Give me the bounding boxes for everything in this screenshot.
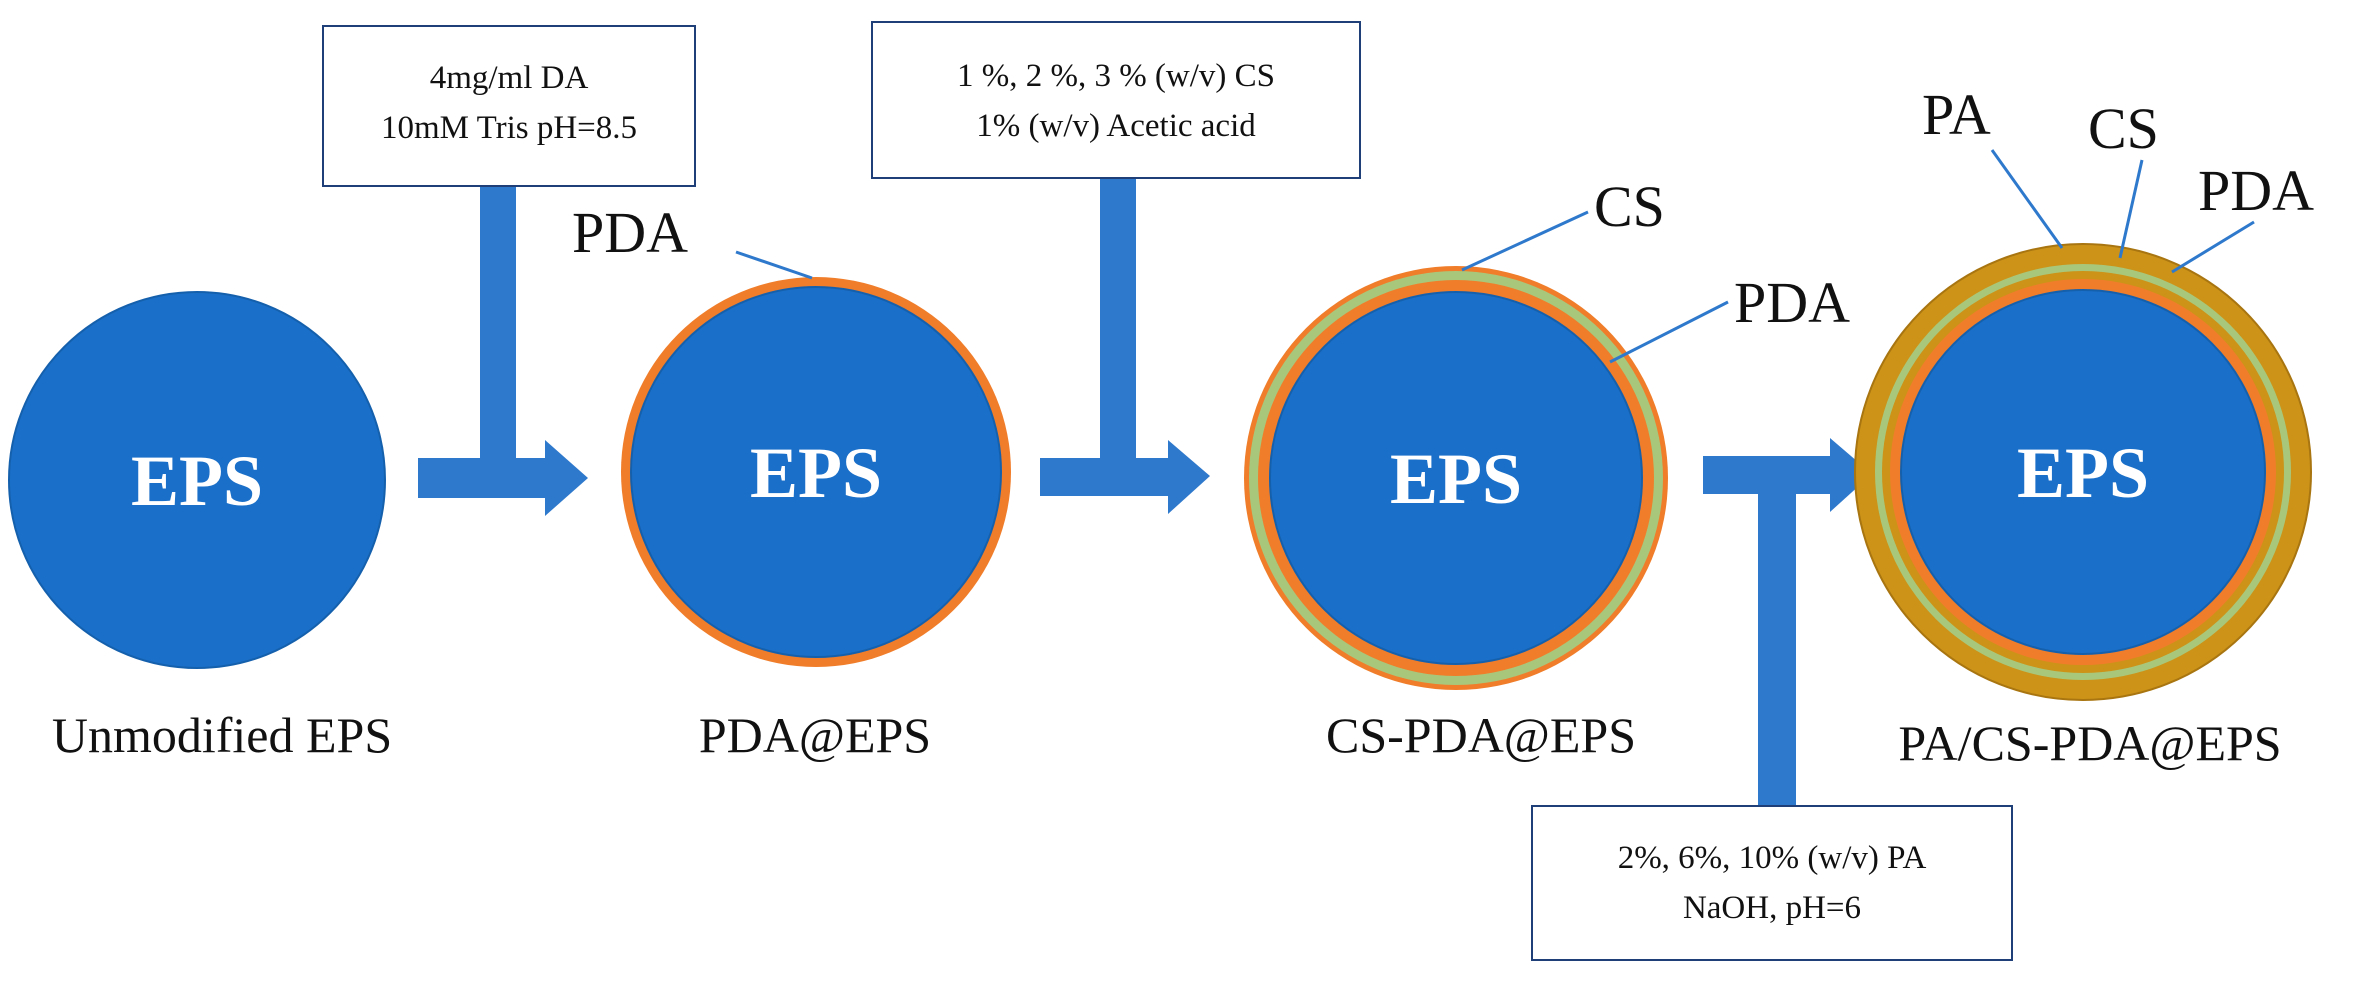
condition-box-1: 4mg/ml DA 10mM Tris pH=8.5 <box>322 25 696 187</box>
stage-caption-1: Unmodified EPS <box>52 707 392 763</box>
pointer-pda-stage-3 <box>1609 300 1729 364</box>
arrow-2-head <box>1040 440 1210 514</box>
eps-core-label-2: EPS <box>750 433 882 513</box>
stage-caption-3: CS-PDA@EPS <box>1326 707 1636 763</box>
arrow-2-vertical-bar <box>1100 178 1136 478</box>
condition-1-line-2: 10mM Tris pH=8.5 <box>381 110 637 146</box>
stage-pda-eps: EPS PDA@EPS PDA <box>572 200 1011 763</box>
arrow-1-head <box>418 440 588 516</box>
condition-3-line-1: 2%, 6%, 10% (w/v) PA <box>1618 840 1927 876</box>
process-arrow-1 <box>418 186 588 516</box>
label-pda-stage-4: PDA <box>2198 158 2314 223</box>
pointer-cs-stage-3 <box>1461 210 1589 272</box>
arrow-1-vertical-bar <box>480 186 516 476</box>
label-pda-stage-3: PDA <box>1734 270 1850 335</box>
label-pda-stage-2: PDA <box>572 200 688 265</box>
stage-pa-cs-pda-eps: EPS PA/CS-PDA@EPS PA CS PDA <box>1854 82 2314 771</box>
eps-core-4 <box>1900 289 2266 655</box>
stage-caption-2: PDA@EPS <box>699 707 931 763</box>
eps-core-label-3: EPS <box>1390 439 1522 519</box>
stage-unmodified-eps: EPS Unmodified EPS <box>8 291 392 763</box>
eps-core-1 <box>8 291 386 669</box>
stage-cs-pda-eps: EPS CS-PDA@EPS CS PDA <box>1244 174 1850 763</box>
eps-core-label-4: EPS <box>2017 433 2149 513</box>
eps-core-label-1: EPS <box>131 441 263 521</box>
arrow-3-head <box>1703 438 1872 512</box>
pointer-pda-stage-4 <box>2171 220 2255 274</box>
pointer-pda-stage-2 <box>735 250 813 280</box>
label-pa-stage-4: PA <box>1922 82 1991 147</box>
label-cs-stage-4: CS <box>2088 96 2159 161</box>
eps-core-3 <box>1269 291 1643 665</box>
condition-2-line-2: 1% (w/v) Acetic acid <box>976 108 1256 144</box>
process-arrow-3 <box>1703 438 1872 806</box>
label-cs-stage-3: CS <box>1594 174 1665 239</box>
condition-3-line-2: NaOH, pH=6 <box>1683 890 1861 926</box>
pointer-pa-stage-4 <box>1990 149 2064 249</box>
process-arrow-2 <box>1040 178 1210 514</box>
eps-core-2 <box>630 286 1002 658</box>
condition-2-line-1: 1 %, 2 %, 3 % (w/v) CS <box>957 58 1275 94</box>
condition-box-3: 2%, 6%, 10% (w/v) PA NaOH, pH=6 <box>1531 805 2013 961</box>
condition-1-line-1: 4mg/ml DA <box>430 60 589 96</box>
condition-box-2: 1 %, 2 %, 3 % (w/v) CS 1% (w/v) Acetic a… <box>871 21 1361 179</box>
stage-caption-4: PA/CS-PDA@EPS <box>1898 715 2281 771</box>
pointer-cs-stage-4 <box>2118 159 2144 259</box>
arrow-3-vertical-bar <box>1758 474 1796 806</box>
